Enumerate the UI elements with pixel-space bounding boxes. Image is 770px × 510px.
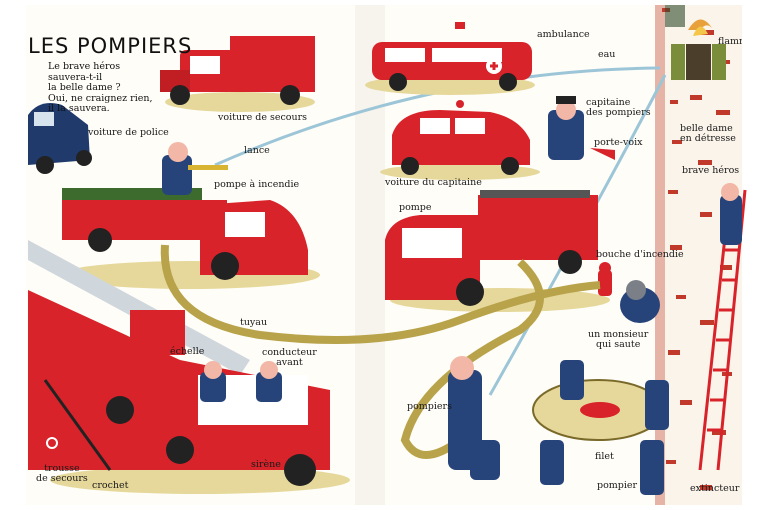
fire-hydrant (598, 262, 612, 296)
label-monsieur: un monsieur qui saute (588, 330, 648, 350)
intro-line: il la sauvera. (48, 103, 110, 114)
label-conducteur: conducteur avant (262, 348, 317, 368)
label-sirene: sirène (251, 459, 281, 470)
ambulance (365, 22, 535, 95)
page-title: LES POMPIERS (28, 34, 193, 58)
label-lance: lance (244, 145, 270, 156)
label-pompe: pompe (399, 202, 432, 213)
ladder-truck (28, 240, 350, 494)
intro-text: Le brave héros sauvera-t-il la belle dam… (48, 61, 153, 115)
label-voiture-police: voiture de police (88, 127, 169, 138)
fire-captain (548, 96, 615, 160)
label-pompiers: pompiers (407, 401, 452, 412)
label-line: trousse (44, 463, 80, 474)
label-porte-voix: porte-voix (594, 137, 643, 148)
label-pompier: pompier (597, 480, 638, 491)
label-brave-heros: brave héros (682, 165, 740, 176)
label-line: belle dame (680, 123, 733, 134)
safety-net (532, 360, 669, 495)
label-line: de secours (36, 473, 88, 484)
captain-car (380, 100, 540, 180)
police-car (28, 102, 92, 174)
label-voiture-capitaine: voiture du capitaine (385, 177, 482, 188)
jumping-man (620, 280, 660, 323)
label-ambulance: ambulance (537, 29, 590, 40)
intro-line: Oui, ne craignez rien, (48, 92, 153, 104)
label-pompe-incendie: pompe à incendie (214, 179, 300, 190)
first-aid-kit (38, 432, 66, 454)
label-extincteur: extincteur (690, 483, 740, 494)
label-line: des pompiers (586, 107, 651, 118)
intro-line: Le brave héros (48, 61, 121, 72)
label-tuyau: tuyau (240, 317, 268, 328)
hose-2 (400, 259, 544, 459)
label-capitaine: capitaine des pompiers (586, 98, 651, 118)
label-belle-dame: belle dame en détresse (680, 124, 736, 144)
firemen-with-hose (448, 356, 500, 480)
label-echelle: échelle (170, 346, 205, 357)
label-filet: filet (595, 451, 614, 462)
burning-building (655, 5, 742, 505)
label-trousse: trousse de secours (36, 464, 88, 484)
label-line: avant (276, 357, 303, 368)
hook (43, 379, 112, 471)
hero-fireman (720, 183, 742, 245)
label-line: capitaine (586, 97, 631, 108)
label-bouche-incendie: bouche d'incendie (596, 249, 684, 260)
rescue-vehicle (160, 36, 315, 112)
label-flammes: flammes (718, 37, 742, 47)
label-voiture-secours: voiture de secours (218, 112, 308, 123)
label-eau: eau (598, 49, 616, 60)
pumper-truck-left (60, 142, 320, 289)
intro-line: sauvera-t-il (48, 71, 103, 83)
intro-line: la belle dame ? (48, 82, 121, 93)
label-line: qui saute (595, 339, 641, 350)
label-line: conducteur (262, 347, 317, 358)
label-line: un monsieur (588, 329, 649, 340)
label-crochet: crochet (92, 480, 129, 491)
hose-1 (160, 244, 601, 344)
label-line: en détresse (680, 133, 736, 144)
